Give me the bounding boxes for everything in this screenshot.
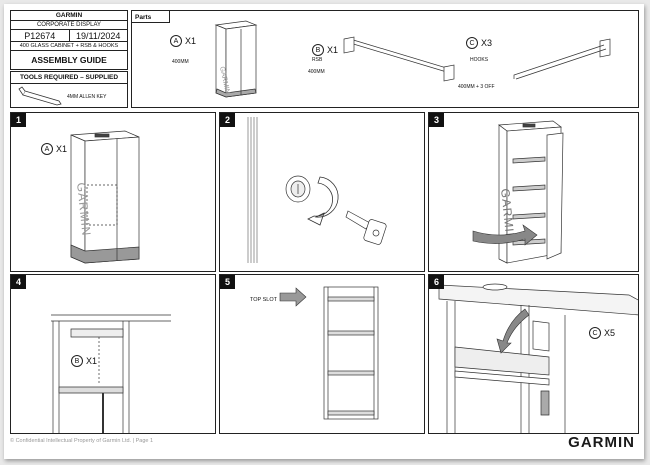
tools-block: TOOLS REQUIRED – SUPPLIED 4MM ALLEN KEY (10, 71, 128, 108)
step-5-number: 5 (220, 275, 235, 289)
parts-illustrations: GARMIN (214, 20, 611, 98)
step-5-illustration (279, 286, 379, 420)
tools-title: TOOLS REQUIRED – SUPPLIED (11, 72, 127, 84)
confidential-footer: © Confidential Intellectual Property of … (10, 438, 154, 444)
top-slot-arrow-icon (279, 287, 307, 307)
step-1-number: 1 (11, 113, 26, 127)
part-c-size: 400MM + 3 OFF (458, 84, 495, 90)
doc-title: ASSEMBLY GUIDE (31, 55, 107, 65)
step-4-illustration (51, 314, 171, 433)
code-date-row: P12674 19/11/2024 (11, 30, 127, 42)
step-3-number: 3 (429, 113, 444, 127)
part-a-letter: A (170, 35, 182, 47)
step-3-illustration: GARMIN (472, 120, 564, 264)
part-b-size: 400MM (308, 69, 325, 75)
part-c-name: HOOKS (470, 57, 489, 63)
step-4-callout: B X1 (71, 355, 97, 367)
brand-name: GARMIN (11, 11, 127, 21)
hooks-illustration (513, 38, 611, 80)
step-4-number: 4 (11, 275, 26, 289)
parts-title: Parts (135, 14, 152, 21)
assembly-guide-page: GARMIN CORPORATE DISPLAY P12674 19/11/20… (4, 4, 644, 459)
lock-icon (285, 175, 311, 203)
part-b-callout: B X1 (312, 44, 338, 56)
part-a-size: 400MM (172, 59, 189, 65)
step-3-panel: 3 GARMIN (428, 112, 639, 272)
cabinet-illustration: GARMIN (214, 20, 258, 98)
key-icon (345, 210, 387, 245)
step-1-callout: A X1 (41, 143, 67, 155)
step-6-callout-letter: C (589, 327, 601, 339)
part-a-qty: X1 (185, 36, 197, 46)
step-6-number: 6 (429, 275, 444, 289)
step-5-panel: 5 TOP SLOT (219, 274, 425, 434)
part-c-qty: X3 (481, 38, 493, 48)
step-6-callout: C X5 (589, 327, 615, 339)
step-4-callout-qty: X1 (86, 356, 98, 366)
part-b-qty: X1 (327, 45, 339, 55)
project-code: P12674 (11, 30, 70, 41)
hook-arrow-icon (496, 308, 530, 354)
part-a-callout: A X1 (170, 35, 196, 47)
project-date: 19/11/2024 (76, 31, 121, 41)
step-1-callout-qty: X1 (56, 144, 68, 154)
step-6-panel: 6 C X5 (428, 274, 639, 434)
step-1-illustration: GARMIN (70, 130, 140, 264)
part-b-name: RSB (312, 57, 323, 63)
tool-item: 4MM ALLEN KEY (67, 94, 107, 100)
svg-text:GARMIN: GARMIN (498, 188, 518, 243)
allen-key-icon (18, 86, 62, 106)
rsb-bar-illustration (343, 36, 455, 82)
step-2-number: 2 (220, 113, 235, 127)
step-5-note: TOP SLOT (250, 297, 278, 303)
rotate-arrow-icon (307, 176, 339, 226)
part-c-letter: C (466, 37, 478, 49)
step-1-callout-letter: A (41, 143, 53, 155)
parts-block: Parts A X1 400MM GARMIN (131, 10, 639, 108)
title-block: GARMIN CORPORATE DISPLAY P12674 19/11/20… (10, 10, 128, 70)
open-door-arrow-icon (472, 224, 538, 246)
part-c-callout: C X3 (466, 37, 492, 49)
product-description: 400 GLASS CABINET + RSB & HOOKS (11, 42, 127, 51)
step-4-callout-letter: B (71, 355, 83, 367)
step-1-panel: 1 GARMIN A X1 (10, 112, 216, 272)
project-name: CORPORATE DISPLAY (11, 21, 127, 30)
step-2-panel: 2 (219, 112, 425, 272)
garmin-logo: GARMIN (568, 434, 635, 451)
svg-text:GARMIN: GARMIN (74, 182, 94, 237)
step-4-panel: 4 B X1 (10, 274, 216, 434)
part-b-letter: B (312, 44, 324, 56)
step-6-callout-qty: X5 (604, 328, 616, 338)
step-2-illustration (247, 117, 387, 263)
step-6-illustration (438, 283, 638, 433)
